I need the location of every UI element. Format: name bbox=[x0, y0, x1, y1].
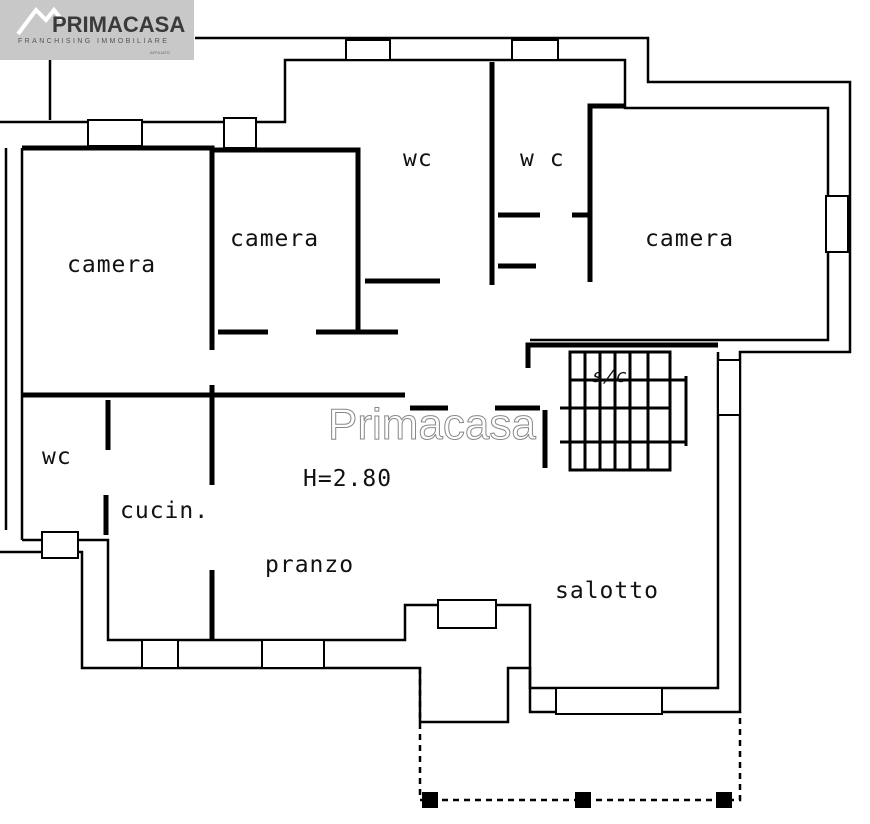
stairs-label: s/c bbox=[589, 366, 631, 387]
windows bbox=[41, 39, 849, 715]
logo-name: PRIMACASA bbox=[52, 12, 186, 37]
logo-affiliate: AFFILIATO bbox=[150, 50, 170, 55]
room-wc-left: wc bbox=[42, 444, 72, 470]
room-camera-mid: camera bbox=[230, 226, 320, 252]
logo-tagline: FRANCHISING IMMOBILIARE bbox=[18, 38, 170, 45]
room-living: salotto bbox=[555, 578, 659, 604]
room-kitchen: cucin. bbox=[120, 498, 210, 524]
room-camera-right: camera bbox=[645, 226, 735, 252]
room-camera-left: camera bbox=[67, 252, 157, 278]
logo: PRIMACASA FRANCHISING IMMOBILIARE AFFILI… bbox=[0, 0, 194, 60]
room-dining: pranzo bbox=[265, 552, 355, 578]
watermark: Primacasa bbox=[328, 400, 537, 450]
house-roof-icon bbox=[16, 6, 64, 36]
ceiling-height: H=2.80 bbox=[303, 466, 393, 492]
staircase bbox=[560, 350, 688, 472]
room-wc-2: w c bbox=[520, 146, 565, 172]
terrace-posts bbox=[422, 792, 732, 808]
room-wc-1: wc bbox=[403, 146, 433, 172]
